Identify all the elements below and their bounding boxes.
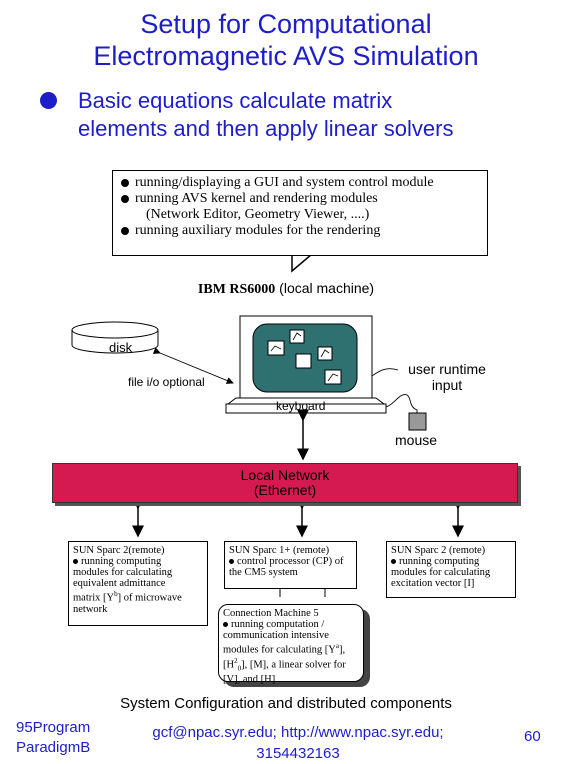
- title-line-1: Setup for Computational: [140, 9, 432, 39]
- user-input-line-1: user runtime: [408, 361, 486, 377]
- bullet-icon: [229, 559, 234, 565]
- network-line-1: Local Network: [240, 467, 330, 483]
- callout-line-4: running auxiliary modules for the render…: [135, 223, 381, 238]
- machine-note: (local machine): [279, 280, 375, 296]
- user-input-label: user runtime input: [402, 361, 492, 393]
- node-sup: 2: [234, 656, 238, 665]
- node-text: [H: [223, 659, 235, 670]
- title-line-2: Electromagnetic AVS Simulation: [93, 41, 479, 71]
- footer-center: gcf@npac.syr.edu; http://www.npac.syr.ed…: [110, 722, 486, 764]
- node-sup: a: [335, 642, 339, 650]
- node-sun-sparc-1: SUN Sparc 1+ (remote) control processor …: [224, 541, 357, 589]
- bullet-line-1: Basic equations calculate matrix: [78, 88, 393, 113]
- node-text: ] of microwave: [117, 592, 182, 604]
- footer-contact: gcf@npac.syr.edu; http://www.npac.syr.ed…: [152, 724, 444, 741]
- node-title: Connection Machine 5: [223, 608, 319, 619]
- node-sun-sparc-2-right: SUN Sparc 2 (remote) running computing m…: [386, 541, 516, 598]
- callout-line-3: (Network Editor, Geometry Viewer, ....): [146, 207, 370, 222]
- node-line: modules for calculating: [73, 567, 173, 578]
- keyboard-label: keyboard: [276, 399, 326, 413]
- bullet-icon: [121, 194, 129, 203]
- callout-line-1: running/displaying a GUI and system cont…: [135, 175, 434, 190]
- footer-left-line-1: 95Program: [16, 719, 91, 736]
- node-text: matrix [Y: [73, 592, 115, 604]
- bullet-icon: [121, 178, 129, 187]
- main-bullet: Basic equations calculate matrix element…: [78, 87, 558, 143]
- node-text: ],: [338, 644, 346, 656]
- page-number: 60: [524, 728, 541, 745]
- node-sub: 0: [237, 664, 242, 673]
- node-title: SUN Sparc 2(remote): [73, 545, 165, 556]
- footer-left: 95Program ParadigmB: [16, 718, 90, 758]
- node-line: the CM5 system: [229, 567, 298, 578]
- network-line-2: (Ethernet): [253, 482, 317, 498]
- monitor-icon: [239, 315, 373, 399]
- node-line: network: [73, 603, 108, 615]
- node-line: modules for calculating: [391, 567, 491, 578]
- mouse-icon: [408, 412, 427, 431]
- node-line: excitation vector [I]: [391, 578, 475, 589]
- node-connection-machine-5: Connection Machine 5 running computation…: [218, 604, 364, 686]
- file-io-label: file i/o optional: [128, 375, 205, 389]
- node-line: control processor (CP) of: [237, 556, 344, 567]
- callout-line-2: running AVS kernel and rendering modules: [135, 191, 378, 206]
- node-sup: b: [114, 590, 118, 598]
- disk-icon: [71, 321, 159, 354]
- machine-label: IBM RS6000 (local machine): [0, 280, 572, 298]
- node-line: equivalent admittance: [73, 578, 166, 589]
- disk-label: disk: [109, 340, 133, 355]
- footer-phone: 3154432163: [256, 745, 340, 762]
- node-sun-sparc-2-left: SUN Sparc 2(remote) running computing mo…: [68, 541, 208, 626]
- node-text: ], [M], a linear solver for: [241, 659, 346, 670]
- bullet-icon: [223, 622, 228, 628]
- node-title: SUN Sparc 2 (remote): [391, 545, 486, 556]
- bullet-icon: [391, 559, 396, 565]
- node-line: communication intensive: [223, 630, 329, 641]
- node-title: SUN Sparc 1+ (remote): [229, 545, 330, 556]
- machine-name: IBM RS6000: [197, 282, 276, 297]
- mouse-label: mouse: [395, 432, 438, 448]
- node-line: [H20], [M], a linear solver for: [223, 656, 359, 675]
- node-text: modules for calculating [Y: [223, 644, 336, 656]
- callout-tail: [291, 253, 313, 273]
- page-title: Setup for Computational Electromagnetic …: [0, 8, 572, 72]
- callout-box: running/displaying a GUI and system cont…: [112, 170, 488, 256]
- node-line: running computing: [399, 556, 480, 567]
- footer-left-line-2: ParadigmB: [16, 739, 91, 756]
- node-line: running computing: [81, 556, 162, 567]
- bullet-line-2: elements and then apply linear solvers: [78, 116, 454, 141]
- node-line: matrix [Yb] of microwave: [73, 589, 203, 604]
- node-line: running computation /: [231, 619, 325, 630]
- user-input-line-2: input: [431, 377, 463, 393]
- bullet-icon: [73, 559, 78, 565]
- diagram-caption: System Configuration and distributed com…: [120, 695, 452, 712]
- bullet-icon: [121, 226, 129, 235]
- node-line: [V], and [H]: [223, 674, 276, 686]
- local-network-bar: Local Network (Ethernet): [52, 463, 518, 503]
- bullet-icon: [40, 92, 57, 109]
- node-line: modules for calculating [Ya],: [223, 641, 359, 656]
